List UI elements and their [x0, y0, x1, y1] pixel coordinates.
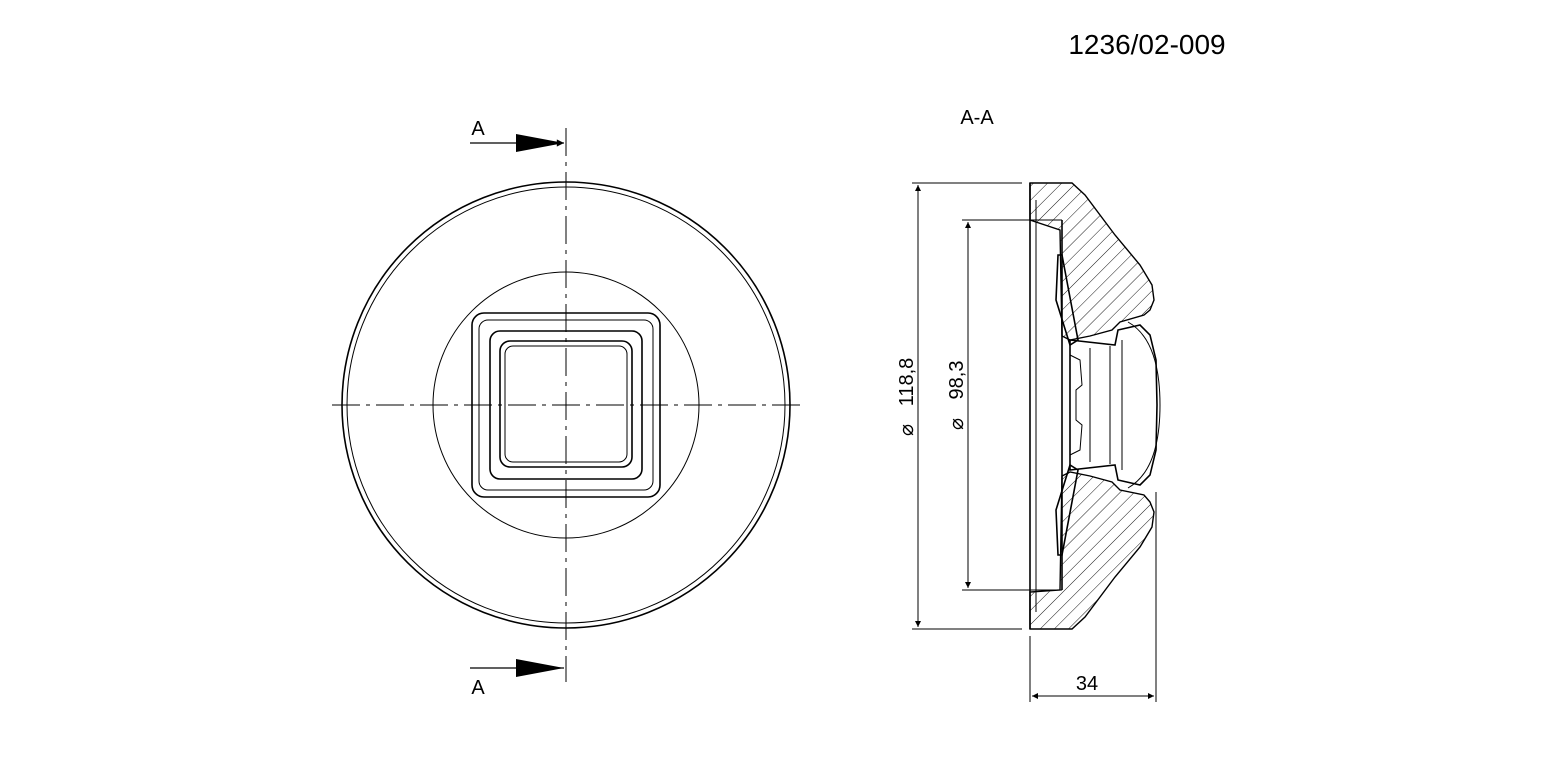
- section-body-hatched: [1029, 182, 1155, 630]
- dim-outer-diameter-value: 118,8: [896, 358, 918, 407]
- socket-outline: [1069, 324, 1158, 486]
- section-view: A-A: [960, 107, 1161, 630]
- back-contour: [1127, 321, 1161, 489]
- dim-outer-diameter-symbol: ⌀: [896, 424, 918, 436]
- socket-step: [1069, 354, 1083, 456]
- dim-inner-diameter-value: 98,3: [946, 361, 968, 400]
- dim-inner-diameter-symbol: ⌀: [946, 418, 968, 430]
- section-view-title: A-A: [960, 107, 994, 129]
- section-arrowhead-bottom: [516, 659, 564, 677]
- section-label-top: A: [471, 118, 485, 140]
- drawing-number: 1236/02-009: [1068, 29, 1225, 60]
- clip-bottom: [1055, 463, 1079, 556]
- dimensions: ⌀ 118,8 ⌀ 98,3 34: [896, 182, 1157, 702]
- front-view: A A: [332, 118, 800, 699]
- section-label-bottom: A: [471, 677, 485, 699]
- dim-depth-value: 34: [1076, 673, 1098, 695]
- section-arrowhead-top: [516, 134, 564, 152]
- clip-top: [1055, 254, 1079, 347]
